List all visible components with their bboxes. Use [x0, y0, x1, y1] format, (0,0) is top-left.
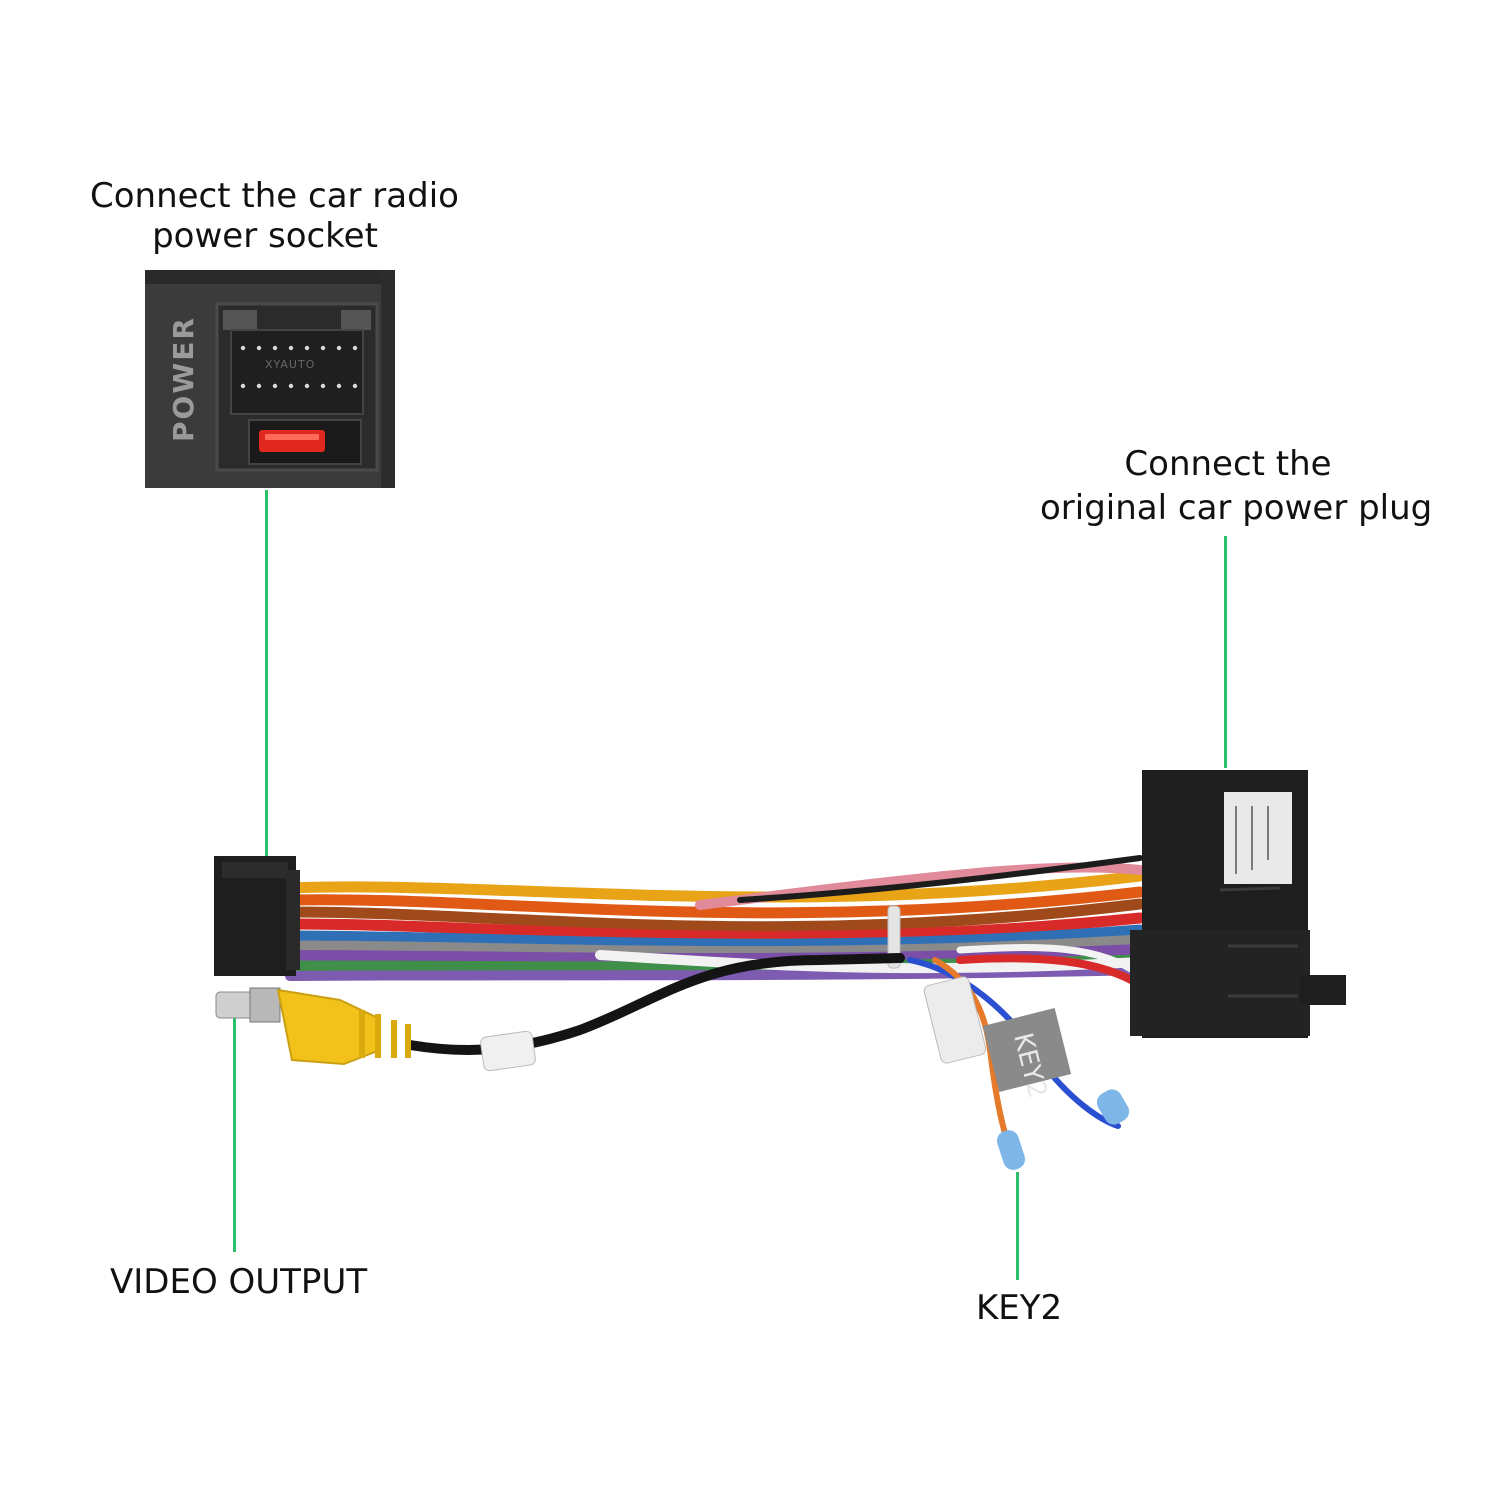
key2-leader-line [1016, 1172, 1019, 1280]
video-output-label: VIDEO OUTPUT [110, 1262, 368, 1302]
wire-bundle [284, 855, 1146, 989]
car-side-connector [1130, 770, 1346, 1038]
key2-wire-tag [982, 1008, 1072, 1092]
brand-imprint-text: XYAUTO [265, 358, 316, 371]
original-plug-label-line2: original car power plug [1040, 488, 1433, 528]
radio-socket-label: Connect the car radio power socket [90, 176, 459, 256]
radio-side-connector [214, 856, 300, 976]
connector-label-sticker [1224, 792, 1292, 884]
original-plug-label-line1: Connect the [1124, 444, 1332, 484]
key2-label: KEY2 [976, 1288, 1063, 1328]
radio-socket-leader-line [265, 490, 268, 920]
cable-tie [887, 905, 901, 969]
radio-power-socket-photo: POWER XYAUTO [145, 270, 395, 488]
radio-socket-label-line1: Connect the car radio [90, 176, 459, 216]
key2-orange-terminal [996, 1130, 1026, 1170]
radio-socket-label-line2: power socket [152, 216, 378, 256]
video-output-leader-line [233, 1010, 236, 1252]
wire-info-tag [923, 976, 987, 1064]
rca-video-plug [215, 987, 411, 1066]
radio-power-socket-art [145, 270, 395, 488]
video-cable [405, 953, 905, 1055]
original-plug-leader-line [1224, 536, 1227, 768]
socket-pins [240, 345, 358, 389]
key2-blue-terminal [1096, 1089, 1130, 1125]
video-cable-tag [480, 1030, 536, 1072]
original-plug-label: Connect the original car power plug [1040, 444, 1433, 528]
